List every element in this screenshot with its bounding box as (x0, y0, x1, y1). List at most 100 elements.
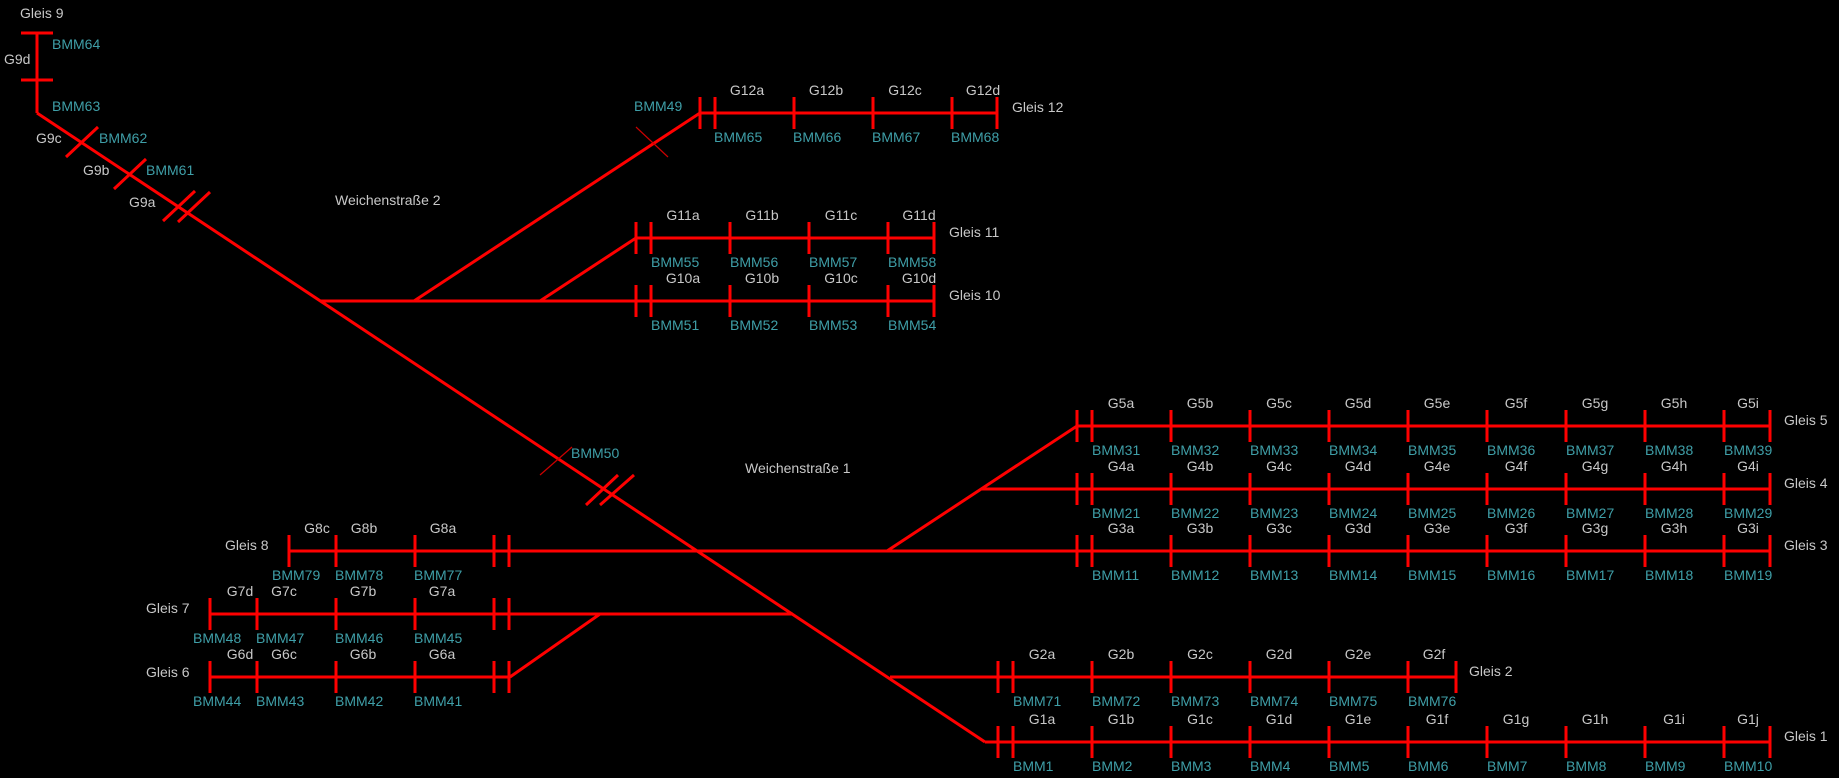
section-label: G9c (36, 130, 62, 146)
section-label: G3h (1661, 520, 1687, 536)
sensor-label: BMM38 (1645, 442, 1693, 458)
section-label: G5d (1345, 395, 1371, 411)
sensor-label: BMM15 (1408, 567, 1456, 583)
section-label: G1h (1582, 711, 1608, 727)
section-label: G11a (666, 207, 699, 223)
section-label: G12b (809, 82, 843, 98)
section-label: G1e (1345, 711, 1372, 727)
track-main-diagonal (36, 111, 986, 744)
sensor-label: BMM7 (1487, 758, 1528, 774)
section-label: G4e (1424, 458, 1451, 474)
section-label: G5e (1424, 395, 1451, 411)
sensor-tick (112, 157, 148, 191)
section-label: G4i (1737, 458, 1759, 474)
sensor-label-bmm49: BMM49 (634, 98, 682, 114)
section-label: G1a (1029, 711, 1056, 727)
section-label: G3i (1737, 520, 1759, 536)
section-label: G4b (1187, 458, 1214, 474)
isolation-tick (599, 473, 635, 507)
sensor-label: BMM43 (256, 693, 304, 709)
section-label: G3a (1108, 520, 1135, 536)
sensor-label: BMM23 (1250, 505, 1298, 521)
sensor-label: BMM67 (872, 129, 920, 145)
section-label: G7a (429, 583, 456, 599)
section-label: G5h (1661, 395, 1687, 411)
section-label: G11b (745, 207, 778, 223)
section-label: G7c (271, 583, 297, 599)
track-label-gleis-5: Gleis 5 (1784, 412, 1828, 428)
sensor-label: BMM61 (146, 162, 194, 178)
sensor-label: BMM37 (1566, 442, 1614, 458)
track-label-gleis-10: Gleis 10 (949, 287, 1001, 303)
sensor-label: BMM39 (1724, 442, 1772, 458)
section-label: G5f (1505, 395, 1528, 411)
section-label: G6c (271, 646, 297, 662)
section-label: G10d (902, 270, 936, 286)
section-label: G2f (1423, 646, 1446, 662)
section-label: G11c (825, 207, 857, 223)
sensor-cross-bmm49 (635, 126, 669, 158)
sensor-label: BMM25 (1408, 505, 1456, 521)
sensor-label: BMM41 (414, 693, 462, 709)
section-label: G5c (1266, 395, 1292, 411)
sensor-label: BMM46 (335, 630, 383, 646)
track-label-gleis-1: Gleis 1 (1784, 728, 1828, 744)
section-label: G9d (4, 51, 30, 67)
sensor-label: BMM14 (1329, 567, 1377, 583)
section-label: G7d (227, 583, 253, 599)
section-label: G5a (1108, 395, 1135, 411)
track-label-gleis-7: Gleis 7 (146, 600, 190, 616)
sensor-label: BMM6 (1408, 758, 1449, 774)
sensor-label: BMM45 (414, 630, 462, 646)
sensor-label: BMM55 (651, 254, 699, 270)
sensor-label: BMM73 (1171, 693, 1219, 709)
section-label: G1i (1663, 711, 1685, 727)
sensor-label: BMM58 (888, 254, 936, 270)
sensor-label: BMM26 (1487, 505, 1535, 521)
isolation-tick (176, 190, 212, 224)
section-label: G10a (666, 270, 700, 286)
sensor-label: BMM51 (651, 317, 699, 333)
sensor-label: BMM1 (1013, 758, 1054, 774)
sensor-label: BMM71 (1013, 693, 1061, 709)
section-label: G3g (1582, 520, 1608, 536)
track-branch-gleis-11 (539, 236, 637, 303)
section-label: G1j (1737, 711, 1759, 727)
sensor-label: BMM4 (1250, 758, 1291, 774)
section-label: G1f (1426, 711, 1449, 727)
section-label: G12c (888, 82, 921, 98)
sensor-label: BMM31 (1092, 442, 1140, 458)
section-label: G4c (1266, 458, 1292, 474)
sensor-label: BMM48 (193, 630, 241, 646)
section-label: G1b (1108, 711, 1135, 727)
sensor-label: BMM79 (272, 567, 320, 583)
sensor-label: BMM19 (1724, 567, 1772, 583)
sensor-label: BMM18 (1645, 567, 1693, 583)
sensor-label: BMM56 (730, 254, 778, 270)
section-label: G4h (1661, 458, 1687, 474)
sensor-label: BMM27 (1566, 505, 1614, 521)
sensor-label: BMM68 (951, 129, 999, 145)
section-label: G10b (745, 270, 779, 286)
track-label-gleis-6: Gleis 6 (146, 664, 190, 680)
track-branch-gleis-6 (509, 612, 601, 679)
section-label: G8b (351, 520, 378, 536)
sensor-label: BMM11 (1092, 567, 1139, 583)
sensor-label: BMM33 (1250, 442, 1298, 458)
section-label: G3f (1505, 520, 1528, 536)
sensor-label: BMM66 (793, 129, 841, 145)
sensor-label: BMM35 (1408, 442, 1456, 458)
sensor-label: BMM65 (714, 129, 762, 145)
sensor-label: BMM3 (1171, 758, 1212, 774)
section-label: G3c (1266, 520, 1292, 536)
sensor-label: BMM32 (1171, 442, 1219, 458)
sensor-label: BMM44 (193, 693, 241, 709)
section-label: G3e (1424, 520, 1451, 536)
sensor-label: BMM77 (414, 567, 462, 583)
sensor-label: BMM72 (1092, 693, 1140, 709)
section-label: G5g (1582, 395, 1608, 411)
sensor-label: BMM8 (1566, 758, 1607, 774)
sensor-label: BMM24 (1329, 505, 1377, 521)
